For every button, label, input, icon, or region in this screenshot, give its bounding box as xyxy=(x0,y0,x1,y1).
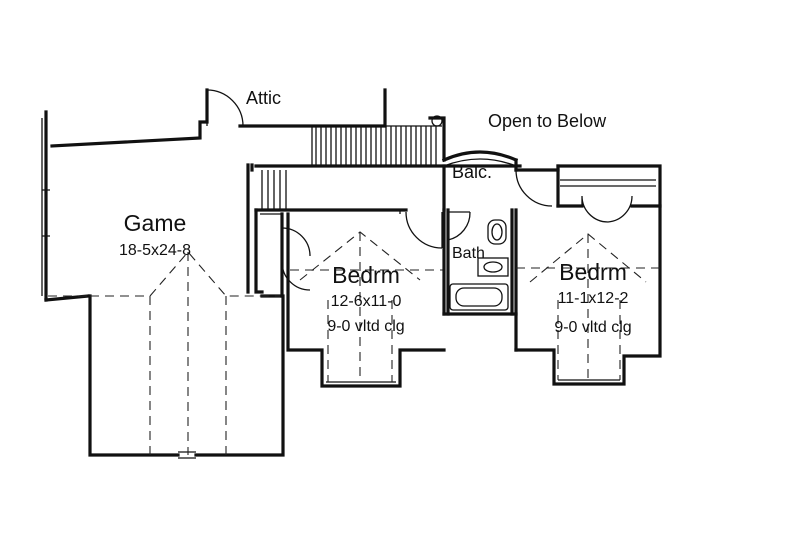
bedroom-2-name: Bedrm xyxy=(559,259,627,285)
open-to-below-label: Open to Below xyxy=(488,111,607,131)
balcony xyxy=(441,150,560,207)
bedroom-1-ceiling: 9-0 vltd clg xyxy=(327,318,404,335)
bedroom-1-name: Bedrm xyxy=(332,262,400,288)
game-room-size: 18-5x24-8 xyxy=(119,242,191,259)
attic-label: Attic xyxy=(246,88,281,108)
bath-label: Bath xyxy=(452,245,485,262)
bedroom-2-size: 11-1x12-2 xyxy=(558,290,629,307)
attic-area xyxy=(206,88,387,128)
stairs xyxy=(254,115,522,212)
bedroom-1-size: 12-6x11-0 xyxy=(331,293,402,310)
balcony-label: Balc. xyxy=(452,162,492,182)
bedroom-1 xyxy=(254,208,446,388)
game-room-name: Game xyxy=(124,210,187,236)
game-room xyxy=(41,88,285,459)
bedroom-2 xyxy=(514,164,662,386)
bedroom-2-ceiling: 9-0 vltd clg xyxy=(554,319,631,336)
bathroom xyxy=(442,208,518,352)
